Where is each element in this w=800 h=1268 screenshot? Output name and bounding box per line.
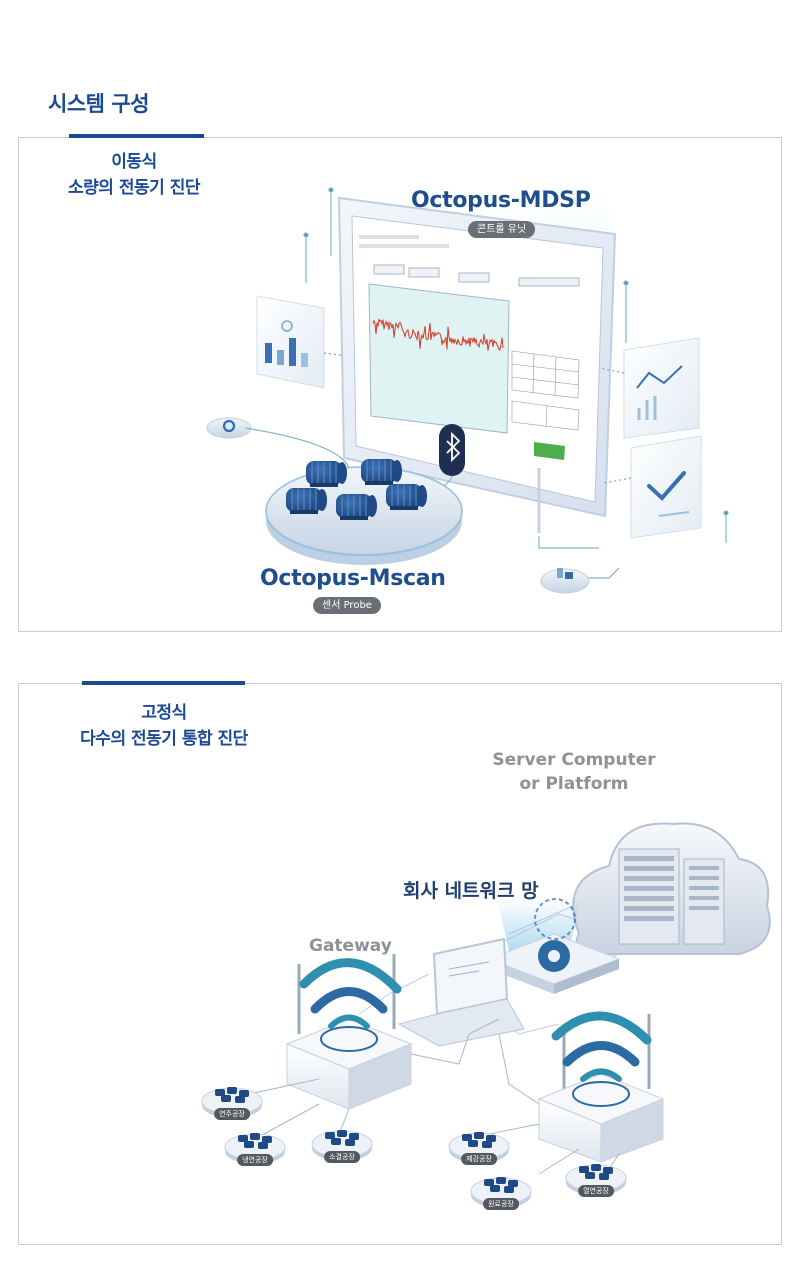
motors — [286, 459, 427, 520]
mdsp-subtitle: 콘트롤 유닛 — [468, 221, 536, 238]
factory-naengyeon: 냉연공장 — [225, 1127, 285, 1167]
pie-chart-icon — [540, 567, 620, 594]
fixed-heading-line2: 다수의 전동기 통합 진단 — [80, 729, 248, 749]
portable-heading-line1: 이동식 — [111, 152, 157, 172]
vibration-signal-trace — [372, 317, 504, 351]
fixed-diagnosis-panel: 고정식 다수의 전동기 통합 진단 Server Computer or Pla… — [18, 683, 782, 1245]
section2-accent-bar — [82, 681, 245, 685]
mscan-subtitle: 센서 Probe — [313, 597, 381, 614]
network-hub — [487, 898, 621, 994]
cloud-server — [572, 822, 771, 955]
checkmark-card — [603, 435, 702, 539]
factory-label: 소결공장 — [324, 1151, 360, 1163]
motor-icon — [286, 488, 327, 514]
factory-label: 원료공장 — [483, 1198, 519, 1210]
factory-wonryo: 원료공장 — [471, 1171, 531, 1211]
line-chart-card — [598, 337, 700, 439]
factory-jegang: 제강공장 — [449, 1126, 509, 1166]
motor-icon — [361, 459, 402, 485]
factory-label: 제강공장 — [461, 1153, 497, 1165]
portable-heading: 이동식 소량의 전동기 진단 — [19, 149, 249, 201]
portable-system-illustration — [206, 187, 729, 594]
mdsp-title: Octopus-MDSP — [411, 188, 591, 213]
motor-icon — [306, 461, 347, 487]
company-network-label: 회사 네트워크 망 — [403, 880, 539, 902]
gateway-label: Gateway — [309, 936, 392, 956]
section-title: 시스템 구성 — [48, 92, 149, 116]
motor-icon — [336, 494, 377, 520]
factory-yeolyeon: 열연공장 — [566, 1158, 626, 1198]
laptop — [397, 937, 525, 1047]
factory-sogyeol: 소결공장 — [312, 1124, 372, 1164]
portable-diagnosis-panel: 이동식 소량의 전동기 진단 Octopus-MDSP 콘트롤 유닛 Octop… — [18, 137, 782, 632]
factory-label: 열연공장 — [578, 1185, 614, 1197]
fixed-heading: 고정식 다수의 전동기 통합 진단 — [19, 700, 309, 752]
monitor — [337, 196, 617, 518]
gateway-right — [537, 1011, 665, 1163]
fixed-heading-line1: 고정식 — [141, 703, 187, 723]
server-label-line1: Server Computer — [492, 750, 656, 770]
section1-accent-bar — [69, 134, 204, 138]
bar-chart-card — [256, 295, 350, 389]
network-system-illustration — [201, 822, 771, 1208]
factory-label: 연주공장 — [214, 1108, 250, 1120]
server-label: Server Computer or Platform — [464, 748, 684, 796]
server-label-line2: or Platform — [519, 774, 629, 794]
connection-lines — [248, 1018, 620, 1175]
mscan-title: Octopus-Mscan — [260, 566, 446, 591]
gateway-left — [285, 954, 413, 1110]
motor-icon — [386, 484, 427, 510]
gear-icon — [206, 417, 350, 469]
factory-disc — [224, 1133, 286, 1164]
factory-yeonju: 연주공장 — [202, 1081, 262, 1121]
factory-label: 냉연공장 — [237, 1154, 273, 1166]
portable-heading-line2: 소량의 전동기 진단 — [68, 178, 200, 198]
